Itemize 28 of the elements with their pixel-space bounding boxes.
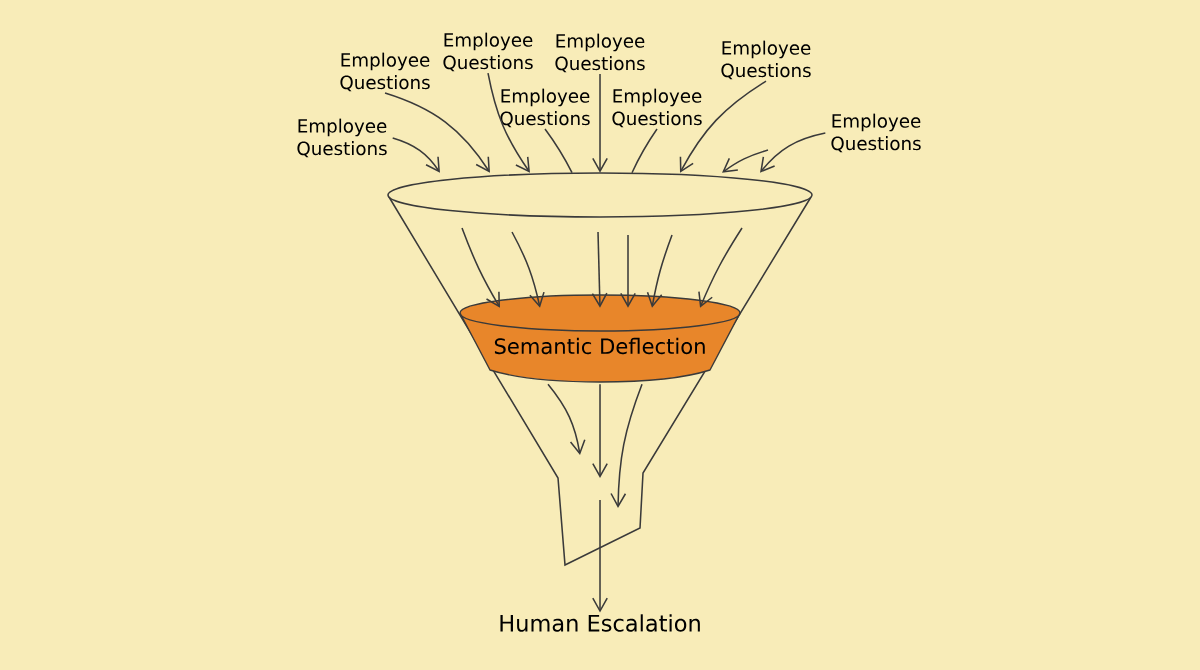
arrow xyxy=(722,149,769,173)
arrow xyxy=(679,80,767,173)
arrow xyxy=(384,92,490,173)
question-label: Employee Questions xyxy=(340,52,430,92)
question-label: Employee Questions xyxy=(297,118,387,158)
funnel-drawing xyxy=(387,172,813,567)
outcome-label: Human Escalation xyxy=(500,614,700,632)
question-label: Employee Questions xyxy=(555,33,645,73)
arrow xyxy=(620,234,636,308)
arrow xyxy=(698,227,743,308)
question-label: Employee Questions xyxy=(443,32,533,72)
question-label: Employee Questions xyxy=(831,113,921,153)
arrow xyxy=(547,383,586,455)
deflection-layer: Semantic Deflection xyxy=(459,294,741,383)
arrow xyxy=(592,499,608,613)
arrow xyxy=(610,383,643,508)
arrow xyxy=(461,227,500,308)
question-label: Employee Questions xyxy=(500,88,590,128)
arrow xyxy=(391,137,440,173)
arrow xyxy=(592,73,608,173)
arrow xyxy=(511,231,545,308)
question-label: Employee Questions xyxy=(721,40,811,80)
arrow xyxy=(760,132,827,173)
arrow xyxy=(646,234,673,308)
arrow xyxy=(592,383,608,478)
arrow xyxy=(487,72,530,173)
arrow xyxy=(591,231,608,308)
question-label: Employee Questions xyxy=(612,88,702,128)
